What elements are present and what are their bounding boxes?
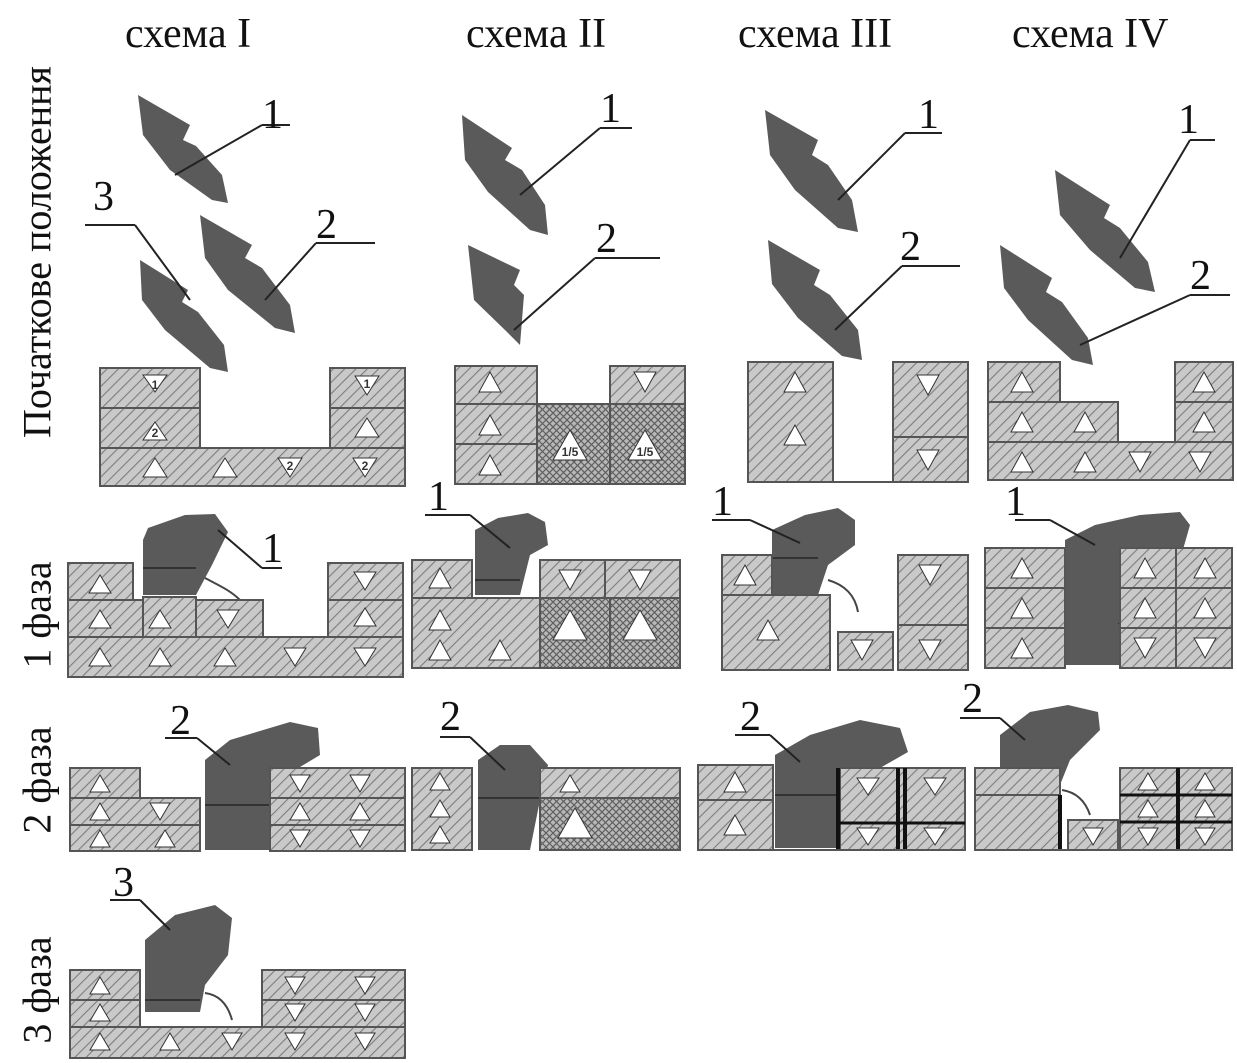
callout-3: 3 [113, 860, 134, 906]
scheme-1-phase-3: 3 [69, 860, 406, 1059]
svg-text:1/5: 1/5 [637, 445, 654, 459]
callout-2: 2 [1190, 253, 1211, 299]
scheme-2-phase-1: 1 [411, 474, 681, 669]
plough-body-2-icon [468, 245, 524, 345]
plough-body-2-icon [768, 240, 862, 360]
scheme-1-phase-1: 1 [67, 514, 404, 678]
scheme-4-initial: 1 2 [987, 97, 1234, 481]
callout-2: 2 [900, 224, 921, 270]
callout-2: 2 [170, 698, 191, 744]
scheme-title-3: схема III [738, 11, 893, 57]
svg-text:1: 1 [152, 378, 159, 392]
svg-text:1/5: 1/5 [562, 445, 579, 459]
plough-body-1-icon [765, 110, 858, 232]
callout-2: 2 [740, 694, 761, 740]
plough-body-1-icon [462, 115, 548, 235]
plough-body-2-icon [775, 720, 908, 848]
callout-3: 3 [93, 174, 114, 220]
scheme-2-phase-2: 2 [411, 694, 681, 851]
callout-2: 2 [440, 694, 461, 740]
plough-body-3-icon [140, 260, 228, 372]
plough-body-1-icon [1055, 170, 1155, 292]
callout-2: 2 [596, 216, 617, 262]
callout-1: 1 [262, 92, 283, 138]
callout-2: 2 [962, 676, 983, 722]
plough-body-1-icon [772, 508, 855, 595]
callout-1: 1 [600, 86, 621, 132]
scheme-4-phase-1: 1 [984, 479, 1233, 669]
callout-1: 1 [262, 526, 283, 572]
callout-1: 1 [918, 92, 939, 138]
scheme-3-phase-2: 2 [697, 694, 966, 851]
scheme-3-initial: 1 2 [747, 92, 969, 483]
svg-text:2: 2 [152, 426, 159, 440]
svg-text:2: 2 [362, 459, 369, 473]
scheme-3-phase-1: 1 [712, 479, 969, 671]
svg-text:1: 1 [364, 377, 371, 391]
callout-2: 2 [316, 202, 337, 248]
plough-body-1-icon [143, 514, 228, 595]
callout-1: 1 [428, 474, 449, 520]
scheme-1-initial: 1 2 3 1 2 1 2 2 [85, 92, 406, 487]
plough-body-2-icon [205, 722, 320, 850]
plough-body-2-icon [200, 215, 295, 333]
plough-body-3-icon [145, 905, 232, 1012]
scheme-2-initial: 1 2 1/5 1/5 [454, 86, 686, 485]
callout-1: 1 [1178, 97, 1199, 143]
scheme-title-1: схема I [125, 11, 252, 57]
scheme-title-2: схема II [466, 11, 607, 57]
scheme-1-phase-2: 2 [69, 698, 406, 852]
callout-1: 1 [712, 479, 733, 525]
plough-body-1-icon [475, 513, 548, 595]
plough-body-2-icon [1000, 245, 1093, 365]
scheme-4-phase-2: 2 [960, 676, 1233, 851]
callout-1: 1 [1005, 479, 1026, 525]
plough-body-1-icon [138, 95, 228, 203]
scheme-title-4: схема IV [1012, 11, 1169, 57]
svg-text:2: 2 [287, 459, 294, 473]
